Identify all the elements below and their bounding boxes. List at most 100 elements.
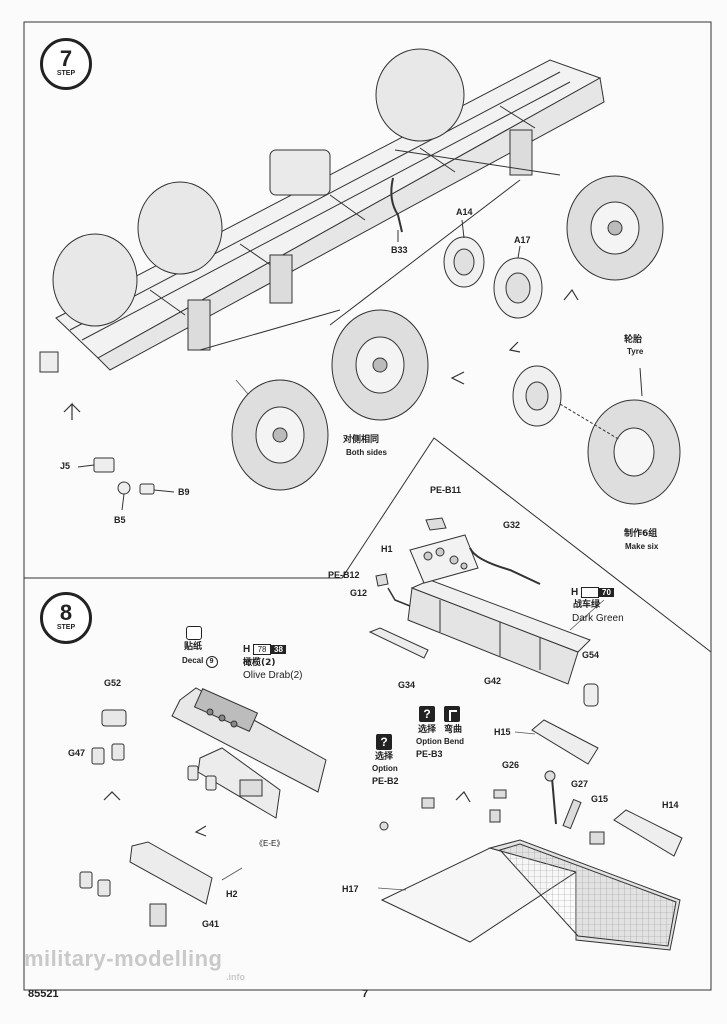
g32-bar bbox=[469, 547, 541, 585]
pe-b11-part bbox=[425, 517, 447, 531]
dash-panel-olive bbox=[171, 687, 327, 793]
step-label: STEP bbox=[56, 70, 76, 77]
part-label-g42: G42 bbox=[484, 676, 502, 686]
make-six-cn: 制作6组 bbox=[624, 529, 658, 539]
paint-h: H bbox=[243, 644, 251, 655]
step-label: STEP bbox=[56, 624, 76, 631]
rear-wheels bbox=[52, 48, 465, 327]
decal-icon bbox=[186, 626, 202, 640]
leader-lines-step7 bbox=[235, 379, 249, 395]
pe-b3-part bbox=[421, 797, 435, 809]
part-label-g27: G27 bbox=[571, 779, 589, 789]
flow-arrows-step8 bbox=[103, 791, 471, 837]
part-label-g54: G54 bbox=[582, 650, 600, 660]
part-label-a17: A17 bbox=[514, 235, 531, 245]
dash-lower bbox=[197, 747, 281, 819]
decal-label-en: Decal 9 bbox=[182, 656, 218, 668]
both-sides-cn: 对侧相同 bbox=[343, 435, 380, 445]
part-label-g41: G41 bbox=[202, 919, 220, 929]
b33-pipe bbox=[390, 177, 403, 233]
part-label-h14: H14 bbox=[662, 800, 679, 810]
part-label-h1: H1 bbox=[381, 544, 393, 554]
paint-h: H bbox=[571, 587, 579, 598]
decal-label-cn: 贴纸 bbox=[184, 642, 203, 652]
step-number: 7 bbox=[59, 46, 73, 71]
h2-bracket bbox=[129, 841, 213, 927]
both-sides-en: Both sides bbox=[346, 448, 387, 457]
h14-part bbox=[613, 809, 683, 857]
option1-cn: 选择 bbox=[375, 752, 394, 762]
part-label-pe-b11: PE-B11 bbox=[430, 485, 462, 495]
part-label-b33: B33 bbox=[391, 245, 408, 255]
part-label-g52: G52 bbox=[104, 678, 122, 688]
part-label-pe-b2: PE-B2 bbox=[372, 776, 399, 786]
part-label-j5: J5 bbox=[60, 461, 71, 471]
paint-dark-green-cn: 战车绿 bbox=[573, 600, 601, 610]
part-label-g12: G12 bbox=[350, 588, 368, 598]
watermark-logo: military-modelling bbox=[24, 946, 223, 971]
g26-lever bbox=[551, 777, 557, 825]
part-label-g47: G47 bbox=[68, 748, 86, 758]
g12-part bbox=[387, 587, 411, 607]
g34-part bbox=[368, 627, 429, 659]
dashboard-g42 bbox=[407, 579, 591, 685]
bend-icon bbox=[444, 706, 460, 722]
part-label-h17: H17 bbox=[342, 884, 359, 894]
watermark-sub: .info bbox=[226, 972, 245, 982]
part-label-g26: G26 bbox=[502, 760, 520, 770]
flow-arrows bbox=[63, 288, 579, 420]
part-label-g32: G32 bbox=[503, 520, 521, 530]
bend-cn: 弯曲 bbox=[444, 725, 463, 735]
part-label-b9: B9 bbox=[178, 487, 190, 497]
bracket-part bbox=[39, 351, 59, 373]
option2-en: Option bbox=[416, 737, 442, 746]
paint-dark-green-en: Dark Green bbox=[572, 613, 624, 624]
mounted-tyres bbox=[231, 175, 664, 491]
h17-floor bbox=[380, 839, 681, 951]
g15-part bbox=[589, 831, 605, 845]
paint-code-1: 78 bbox=[253, 644, 272, 655]
small-parts-j5-b5-b9 bbox=[77, 457, 175, 511]
g54-part bbox=[583, 683, 599, 707]
part-label-pe-b3: PE-B3 bbox=[416, 749, 443, 759]
page-number: 7 bbox=[362, 988, 369, 1000]
paint-code: 70 bbox=[599, 588, 614, 597]
paint-olive-cn: 橄榄(2) bbox=[243, 658, 276, 668]
decal-number: 9 bbox=[205, 656, 218, 668]
paint-swatch-blank bbox=[581, 587, 600, 598]
kit-number: 85521 bbox=[28, 988, 59, 1000]
pedals bbox=[79, 709, 217, 897]
part-label-pe-b12: PE-B12 bbox=[328, 570, 360, 580]
ee-variant-label: 《E-E》 bbox=[255, 839, 285, 848]
paint-callout-dark-green: H 70 bbox=[571, 587, 614, 598]
part-label-h15: H15 bbox=[494, 727, 511, 737]
paint-code-2: 38 bbox=[271, 645, 286, 654]
step-number: 8 bbox=[59, 600, 73, 625]
pe-b2-part bbox=[379, 821, 389, 831]
g27-part bbox=[562, 798, 582, 830]
decal-text: Decal bbox=[182, 656, 204, 665]
tyre-label-cn: 轮胎 bbox=[624, 335, 643, 345]
tyre-label-en: Tyre bbox=[627, 347, 644, 356]
leader-lines-step8 bbox=[221, 599, 605, 891]
chassis-drawing bbox=[55, 59, 605, 371]
h15-part bbox=[531, 719, 599, 765]
make-six-en: Make six bbox=[625, 542, 659, 551]
part-label-h2: H2 bbox=[226, 889, 238, 899]
wheel-rim-exploded bbox=[443, 219, 543, 319]
option1-en: Option bbox=[372, 764, 398, 773]
instrument-h1 bbox=[409, 534, 479, 584]
tyre-assembly bbox=[512, 365, 681, 505]
option-icon: ? bbox=[419, 706, 435, 722]
step-7-badge: 7 STEP bbox=[40, 38, 92, 90]
pe-b12-part bbox=[375, 573, 389, 587]
part-label-g15: G15 bbox=[591, 794, 609, 804]
option-icon: ? bbox=[376, 734, 392, 750]
option2-cn: 选择 bbox=[418, 725, 437, 735]
step-8-badge: 8 STEP bbox=[40, 592, 92, 644]
part-label-g34: G34 bbox=[398, 680, 416, 690]
part-label-a14: A14 bbox=[456, 207, 473, 217]
